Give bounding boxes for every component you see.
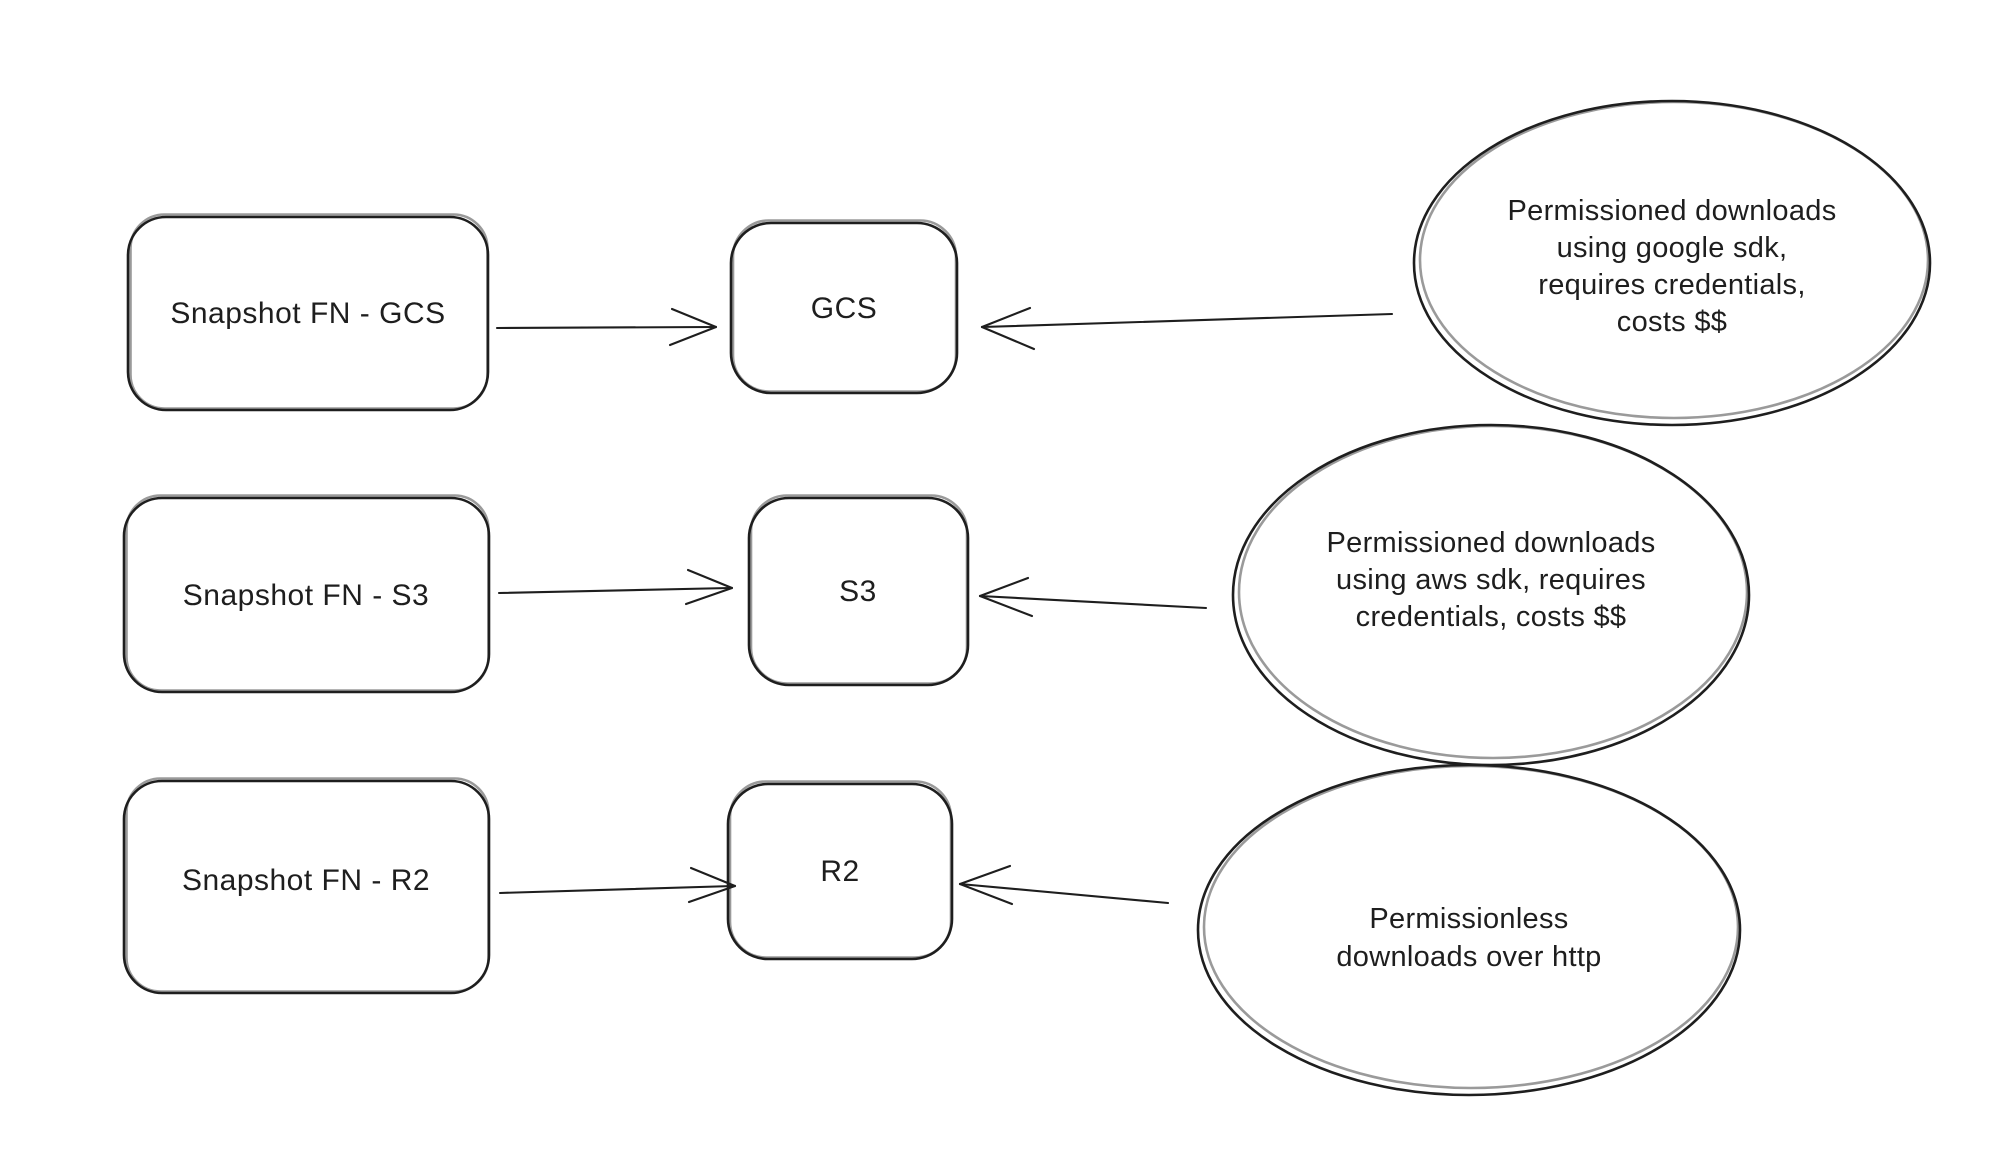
note-line: credentials, costs $$ <box>1356 601 1627 633</box>
note-ellipse-s3: Permissioned downloads using aws sdk, re… <box>1231 423 1751 767</box>
note-line: Permissioned downloads <box>1508 195 1837 227</box>
node-snapshot-fn-s3: Snapshot FN - S3 <box>122 494 491 694</box>
node-snapshot-fn-r2: Snapshot FN - R2 <box>122 777 491 995</box>
note-ellipse-r2: Permissionless downloads over http <box>1196 763 1742 1097</box>
note-line: costs $$ <box>1617 306 1727 338</box>
note-line: Permissioned downloads <box>1327 527 1656 559</box>
node-s3: S3 <box>747 494 970 687</box>
connector-arrow-note-to-r2 <box>958 864 1170 906</box>
note-line: Permissionless <box>1369 903 1568 935</box>
node-label-s3: S3 <box>839 575 877 608</box>
row-s3: Snapshot FN - S3 S3 Permissioned d <box>122 423 1751 767</box>
connector-arrow-note-to-s3 <box>978 576 1208 618</box>
node-label-snapshot-fn-s3: Snapshot FN - S3 <box>183 579 429 612</box>
node-label-snapshot-fn-gcs: Snapshot FN - GCS <box>170 297 445 330</box>
node-label-gcs: GCS <box>811 292 878 325</box>
node-gcs: GCS <box>729 219 959 395</box>
note-line: using google sdk, <box>1557 232 1788 264</box>
node-r2: R2 <box>726 780 954 961</box>
row-r2: Snapshot FN - R2 R2 Permissionless <box>122 763 1742 1097</box>
note-line: downloads over http <box>1336 941 1601 973</box>
node-label-snapshot-fn-r2: Snapshot FN - R2 <box>182 864 430 897</box>
row-gcs: Snapshot FN - GCS GCS Permissioned <box>126 99 1932 427</box>
connector-arrow-snapshot-to-s3 <box>497 568 734 606</box>
note-line: requires credentials, <box>1538 269 1805 301</box>
connector-arrow-snapshot-to-gcs <box>495 307 718 347</box>
note-ellipse-gcs: Permissioned downloads using google sdk,… <box>1412 99 1932 427</box>
connector-arrow-note-to-gcs <box>980 306 1394 351</box>
node-label-r2: R2 <box>820 855 859 888</box>
note-line: using aws sdk, requires <box>1336 564 1646 596</box>
connector-arrow-snapshot-to-r2 <box>498 866 737 904</box>
node-snapshot-fn-gcs: Snapshot FN - GCS <box>126 213 490 412</box>
